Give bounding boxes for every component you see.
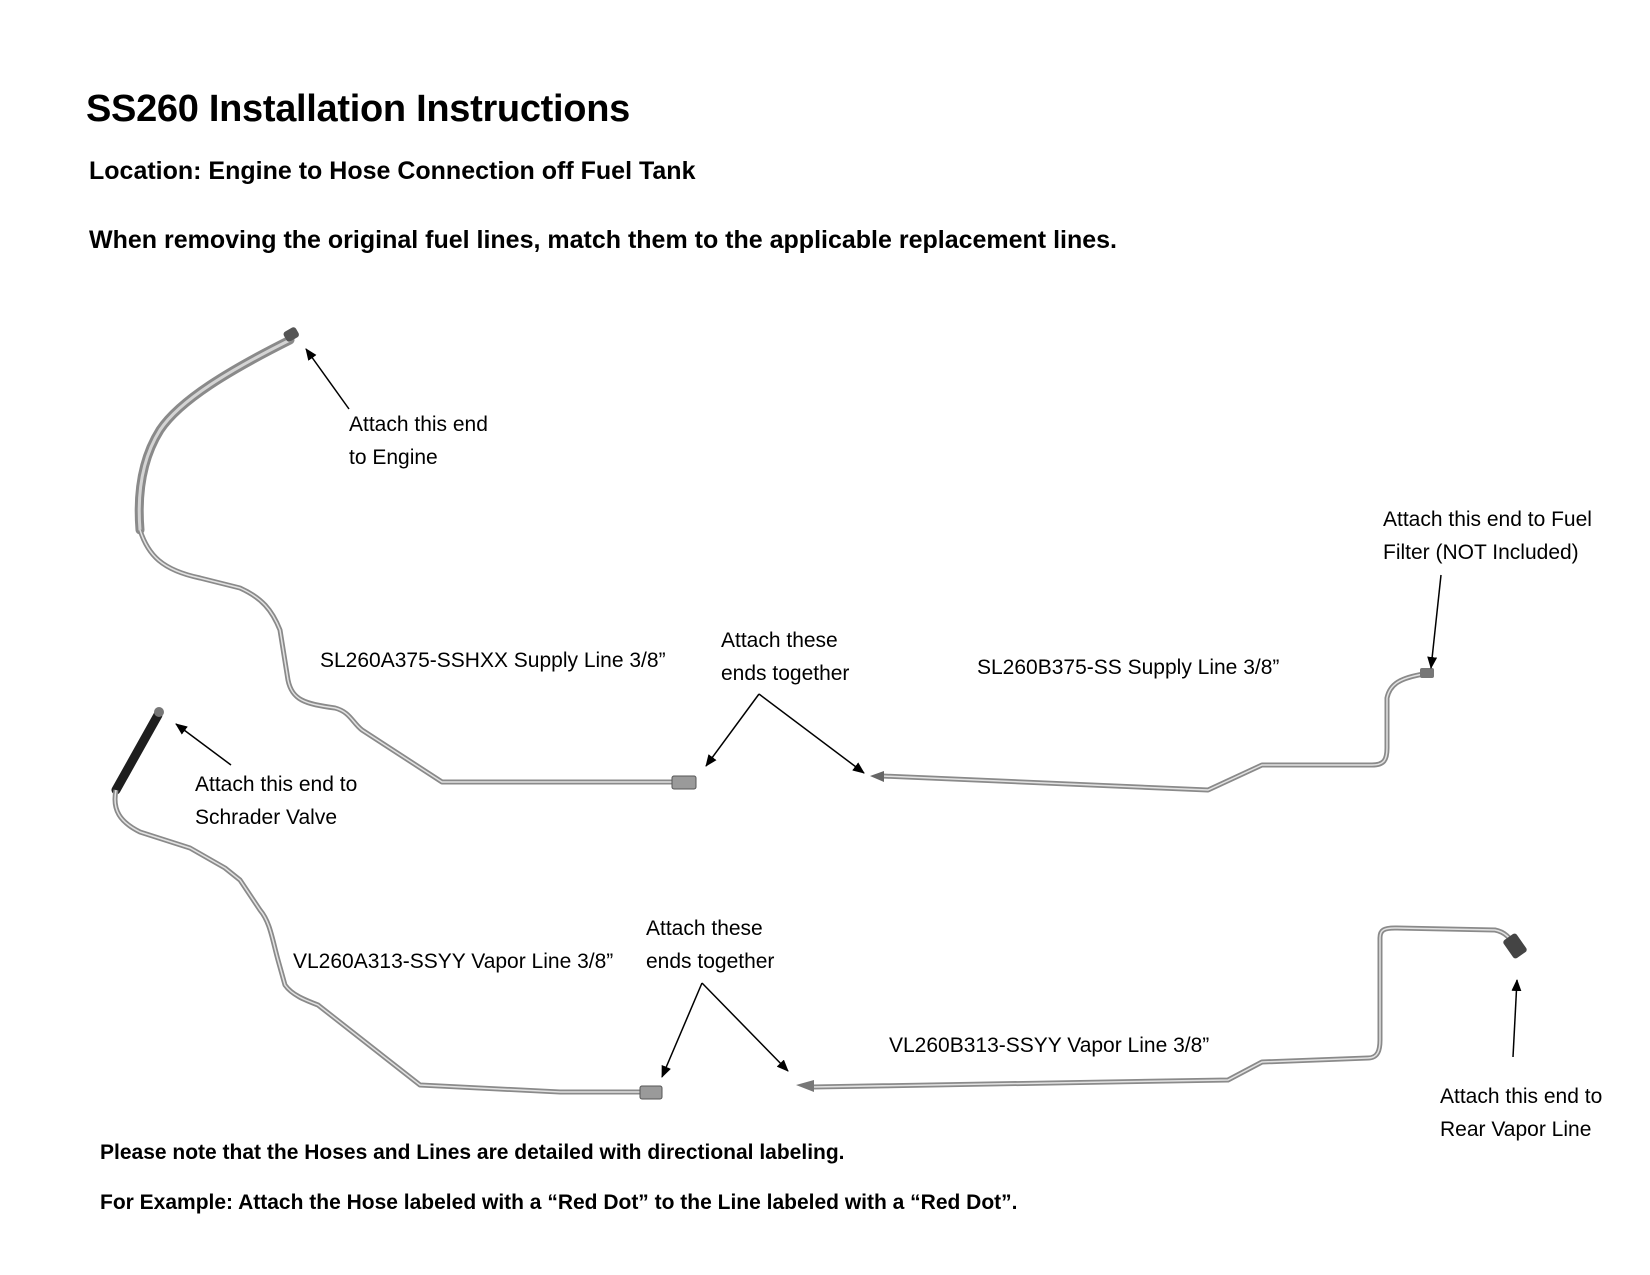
arrow-rear-vapor <box>1511 979 1522 1058</box>
arrow-fuel-filter <box>1427 574 1442 669</box>
supply-line-b-tube <box>881 671 1425 793</box>
callout-vapor-join: Attach these ends together <box>646 917 775 973</box>
vapor-line-a-joint-fitting <box>639 1085 663 1100</box>
callout-engine: Attach this end to Engine <box>349 413 488 469</box>
label-supply-line-a: SL260A375-SSHXX Supply Line 3/8” <box>320 649 666 672</box>
label-vapor-line-b: VL260B313-SSYY Vapor Line 3/8” <box>889 1034 1210 1057</box>
arrow-vapor-join-right <box>701 982 789 1072</box>
supply-line-a <box>134 327 697 790</box>
arrow-schrader <box>175 723 232 766</box>
vapor-line-a-hose <box>111 710 163 795</box>
arrow-supply-join-right <box>758 693 865 774</box>
supply-line-b-filter-fitting <box>1420 668 1434 678</box>
vapor-line-a-schrader-fitting <box>154 707 164 717</box>
location-subtitle: Location: Engine to Hose Connection off … <box>89 157 696 185</box>
supply-line-a-hose <box>134 335 295 535</box>
supply-line-a-joint-fitting <box>671 775 697 790</box>
vapor-line-a <box>111 707 663 1100</box>
label-vapor-line-a: VL260A313-SSYY Vapor Line 3/8” <box>293 950 614 973</box>
vapor-line-b-rear-fitting <box>1503 933 1527 959</box>
arrow-supply-join-left <box>705 693 760 767</box>
note-directional-labeling: Please note that the Hoses and Lines are… <box>100 1141 845 1164</box>
vapor-line-b-joint-fitting <box>796 1080 814 1092</box>
supply-line-a-engine-fitting <box>283 327 299 342</box>
arrow-vapor-join-left <box>661 982 703 1078</box>
instruction-text: When removing the original fuel lines, m… <box>89 226 1117 254</box>
callout-supply-join: Attach these ends together <box>721 629 850 685</box>
note-red-dot-example: For Example: Attach the Hose labeled wit… <box>100 1191 1018 1214</box>
supply-line-b <box>870 668 1434 793</box>
vapor-line-a-tube <box>112 789 640 1095</box>
vapor-line-b <box>796 925 1527 1092</box>
arrow-engine <box>305 348 350 410</box>
callout-rear-vapor: Attach this end to Rear Vapor Line <box>1440 1085 1603 1141</box>
label-supply-line-b: SL260B375-SS Supply Line 3/8” <box>977 656 1280 679</box>
callout-schrader: Attach this end to Schrader Valve <box>195 773 358 829</box>
page-title: SS260 Installation Instructions <box>86 88 630 130</box>
vapor-line-b-tube <box>811 925 1517 1090</box>
supply-line-b-joint-fitting <box>870 771 884 782</box>
callout-fuel-filter: Attach this end to Fuel Filter (NOT Incl… <box>1383 508 1592 564</box>
